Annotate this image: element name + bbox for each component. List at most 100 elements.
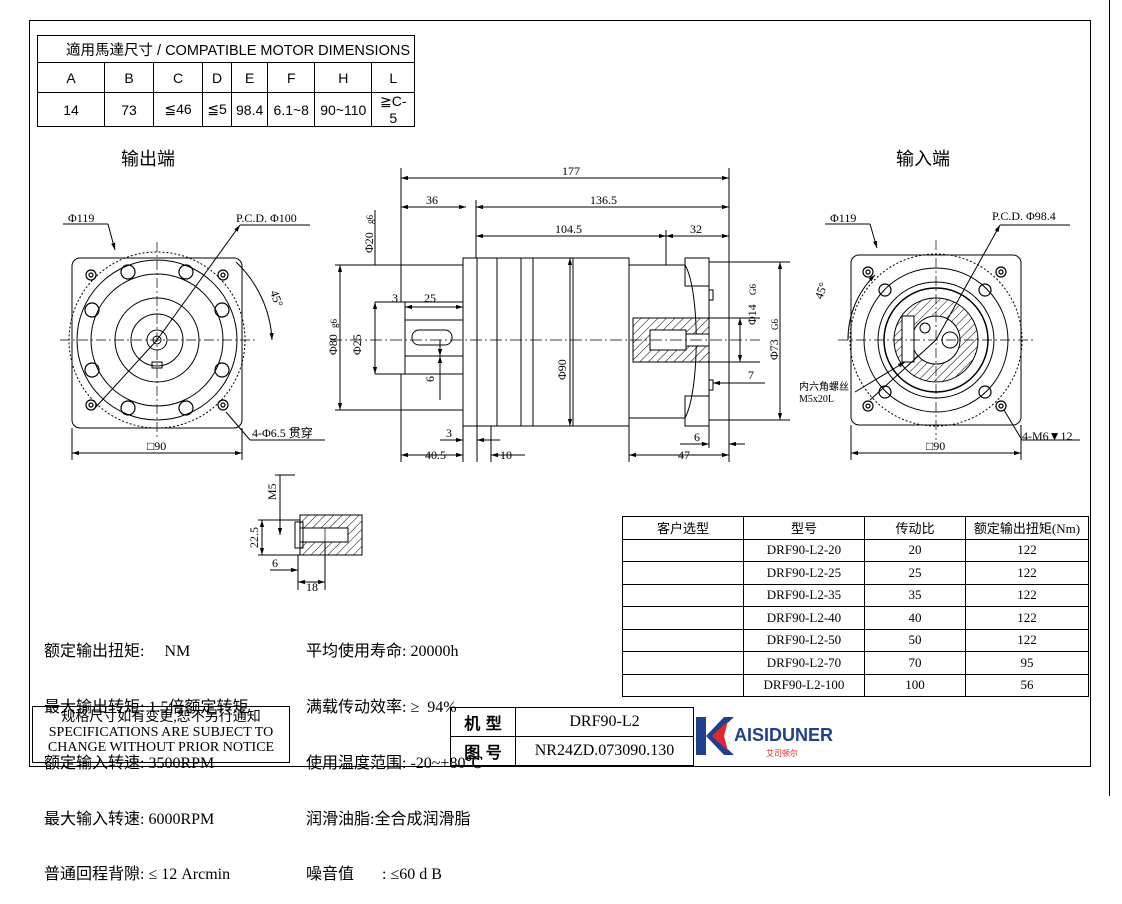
dim-phi73: Φ73 xyxy=(767,339,781,360)
left-square: □90 xyxy=(147,439,166,453)
compat-value: 98.4 xyxy=(230,92,269,127)
cell: DRF90-L2-40 xyxy=(743,606,865,630)
left-phi119: Φ119 xyxy=(68,211,94,225)
dim-g6-c: G6 xyxy=(748,284,758,295)
dim-phi14: Φ14 xyxy=(745,304,759,325)
output-end-view xyxy=(60,223,325,460)
right-hex-label: 内六角螺丝 xyxy=(799,380,849,393)
compat-header: F xyxy=(267,62,316,93)
dim-104-5: 104.5 xyxy=(555,222,582,236)
dim-6: 6 xyxy=(423,376,437,382)
dim-g6-b: g6 xyxy=(329,319,339,329)
spec-line: 噪音值 : ≤60 d B xyxy=(306,866,442,884)
cell: 100 xyxy=(864,673,966,697)
cell: DRF90-L2-35 xyxy=(743,583,865,607)
cell xyxy=(622,628,744,652)
note-line: 规格尺寸如有变更,恕不另行通知 xyxy=(61,710,261,725)
dim-136-5: 136.5 xyxy=(590,193,617,207)
drawing-no-value: NR24ZD.073090.130 xyxy=(515,736,694,766)
output-end-label: 输出端 xyxy=(121,149,175,169)
compat-motor-table: 適用馬達尺寸 / COMPATIBLE MOTOR DIMENSIONS A B… xyxy=(36,35,416,127)
compat-header: E xyxy=(230,62,269,93)
cell: 122 xyxy=(965,538,1089,562)
right-holes: 4-M6▼12 xyxy=(1022,429,1073,443)
change-notice: 规格尺寸如有变更,恕不另行通知 SPECIFICATIONS ARE SUBJE… xyxy=(32,706,290,763)
dim-g6-d: G6 xyxy=(770,319,780,330)
spec-line: 额定输出扭矩: NM xyxy=(44,643,191,661)
note-line: SPECIFICATIONS ARE SUBJECT TO xyxy=(48,725,274,740)
side-view xyxy=(330,168,790,462)
cell xyxy=(622,673,744,697)
logo-k-mark xyxy=(696,717,706,755)
cell xyxy=(622,606,744,630)
spec-line: 使用温度范围: -20~+80℃ xyxy=(306,754,484,772)
spec-line: 最大输出转矩: 1.5倍额定转矩 xyxy=(44,698,249,716)
models-header: 客户选型 xyxy=(622,516,744,540)
cell: 122 xyxy=(965,606,1089,630)
dim-32: 32 xyxy=(690,222,702,236)
compat-value: ≧C-5 xyxy=(371,92,416,127)
compat-value: ≦5 xyxy=(202,92,232,127)
dim-25: 25 xyxy=(424,291,436,305)
dim-36: 36 xyxy=(426,193,438,207)
cell: 20 xyxy=(864,538,966,562)
cell xyxy=(622,538,744,562)
dimension-texts: 177 36 136.5 104.5 32 Φ20 g6 Φ80 g6 Φ25 … xyxy=(68,164,1073,594)
cell: DRF90-L2-25 xyxy=(743,561,865,585)
cell: 56 xyxy=(965,673,1089,697)
dim-3: 3 xyxy=(392,291,398,305)
right-phi119: Φ119 xyxy=(830,211,856,225)
compat-value: 90~110 xyxy=(314,92,373,127)
right-pcd: P.C.D. Φ98.4 xyxy=(992,209,1056,223)
models-header: 型号 xyxy=(743,516,865,540)
dim-phi80: Φ80 xyxy=(326,334,340,355)
dim-40-5: 40.5 xyxy=(425,448,446,462)
input-end-label: 输入端 xyxy=(896,149,950,169)
cell: 25 xyxy=(864,561,966,585)
cell xyxy=(622,651,744,675)
dim-47: 47 xyxy=(678,448,690,462)
left-holes: 4-Φ6.5 贯穿 xyxy=(252,425,313,440)
drawing-frame xyxy=(29,20,1091,767)
compat-value: 6.1~8 xyxy=(267,92,316,127)
compat-value: ≦46 xyxy=(153,92,203,127)
technical-drawing: 177 36 136.5 104.5 32 Φ20 g6 Φ80 g6 Φ25 … xyxy=(60,164,1080,594)
dim-phi90: Φ90 xyxy=(555,359,569,380)
dim-g6-a: g6 xyxy=(365,215,375,225)
logo-sub-text: 艾司顿尔 xyxy=(766,748,798,758)
cell: 95 xyxy=(965,651,1089,675)
compat-title: 適用馬達尺寸 / COMPATIBLE MOTOR DIMENSIONS xyxy=(36,35,416,63)
left-45: 45° xyxy=(267,288,286,309)
right-square: □90 xyxy=(926,439,945,453)
dim-6b: 6 xyxy=(694,430,700,444)
compat-value: 14 xyxy=(37,92,105,127)
model-value: DRF90-L2 xyxy=(515,707,694,737)
spec-line: 平均使用寿命: 20000h xyxy=(306,643,459,661)
compat-value: 73 xyxy=(104,92,154,127)
key-detail xyxy=(258,474,363,590)
compat-header: H xyxy=(314,62,373,93)
drawing-no-key: 图 号 xyxy=(450,736,516,766)
right-hex-size: M5x20L xyxy=(799,394,834,405)
logo-brand-text: AISIDUNER xyxy=(734,725,833,745)
right-45: 45° xyxy=(812,280,831,301)
cell: DRF90-L2-20 xyxy=(743,538,865,562)
dim-177: 177 xyxy=(562,164,580,178)
cell: 35 xyxy=(864,583,966,607)
input-end-view xyxy=(825,223,1080,460)
cell: DRF90-L2-70 xyxy=(743,651,865,675)
key-6: 6 xyxy=(272,556,278,570)
cell: 122 xyxy=(965,628,1089,652)
cell: 122 xyxy=(965,561,1089,585)
cell xyxy=(622,583,744,607)
dim-phi20: Φ20 xyxy=(362,232,376,253)
spec-line: 润滑油脂:全合成润滑脂 xyxy=(306,810,471,828)
spec-line: 最大输入转速: 6000RPM xyxy=(44,810,215,828)
cell: 50 xyxy=(864,628,966,652)
